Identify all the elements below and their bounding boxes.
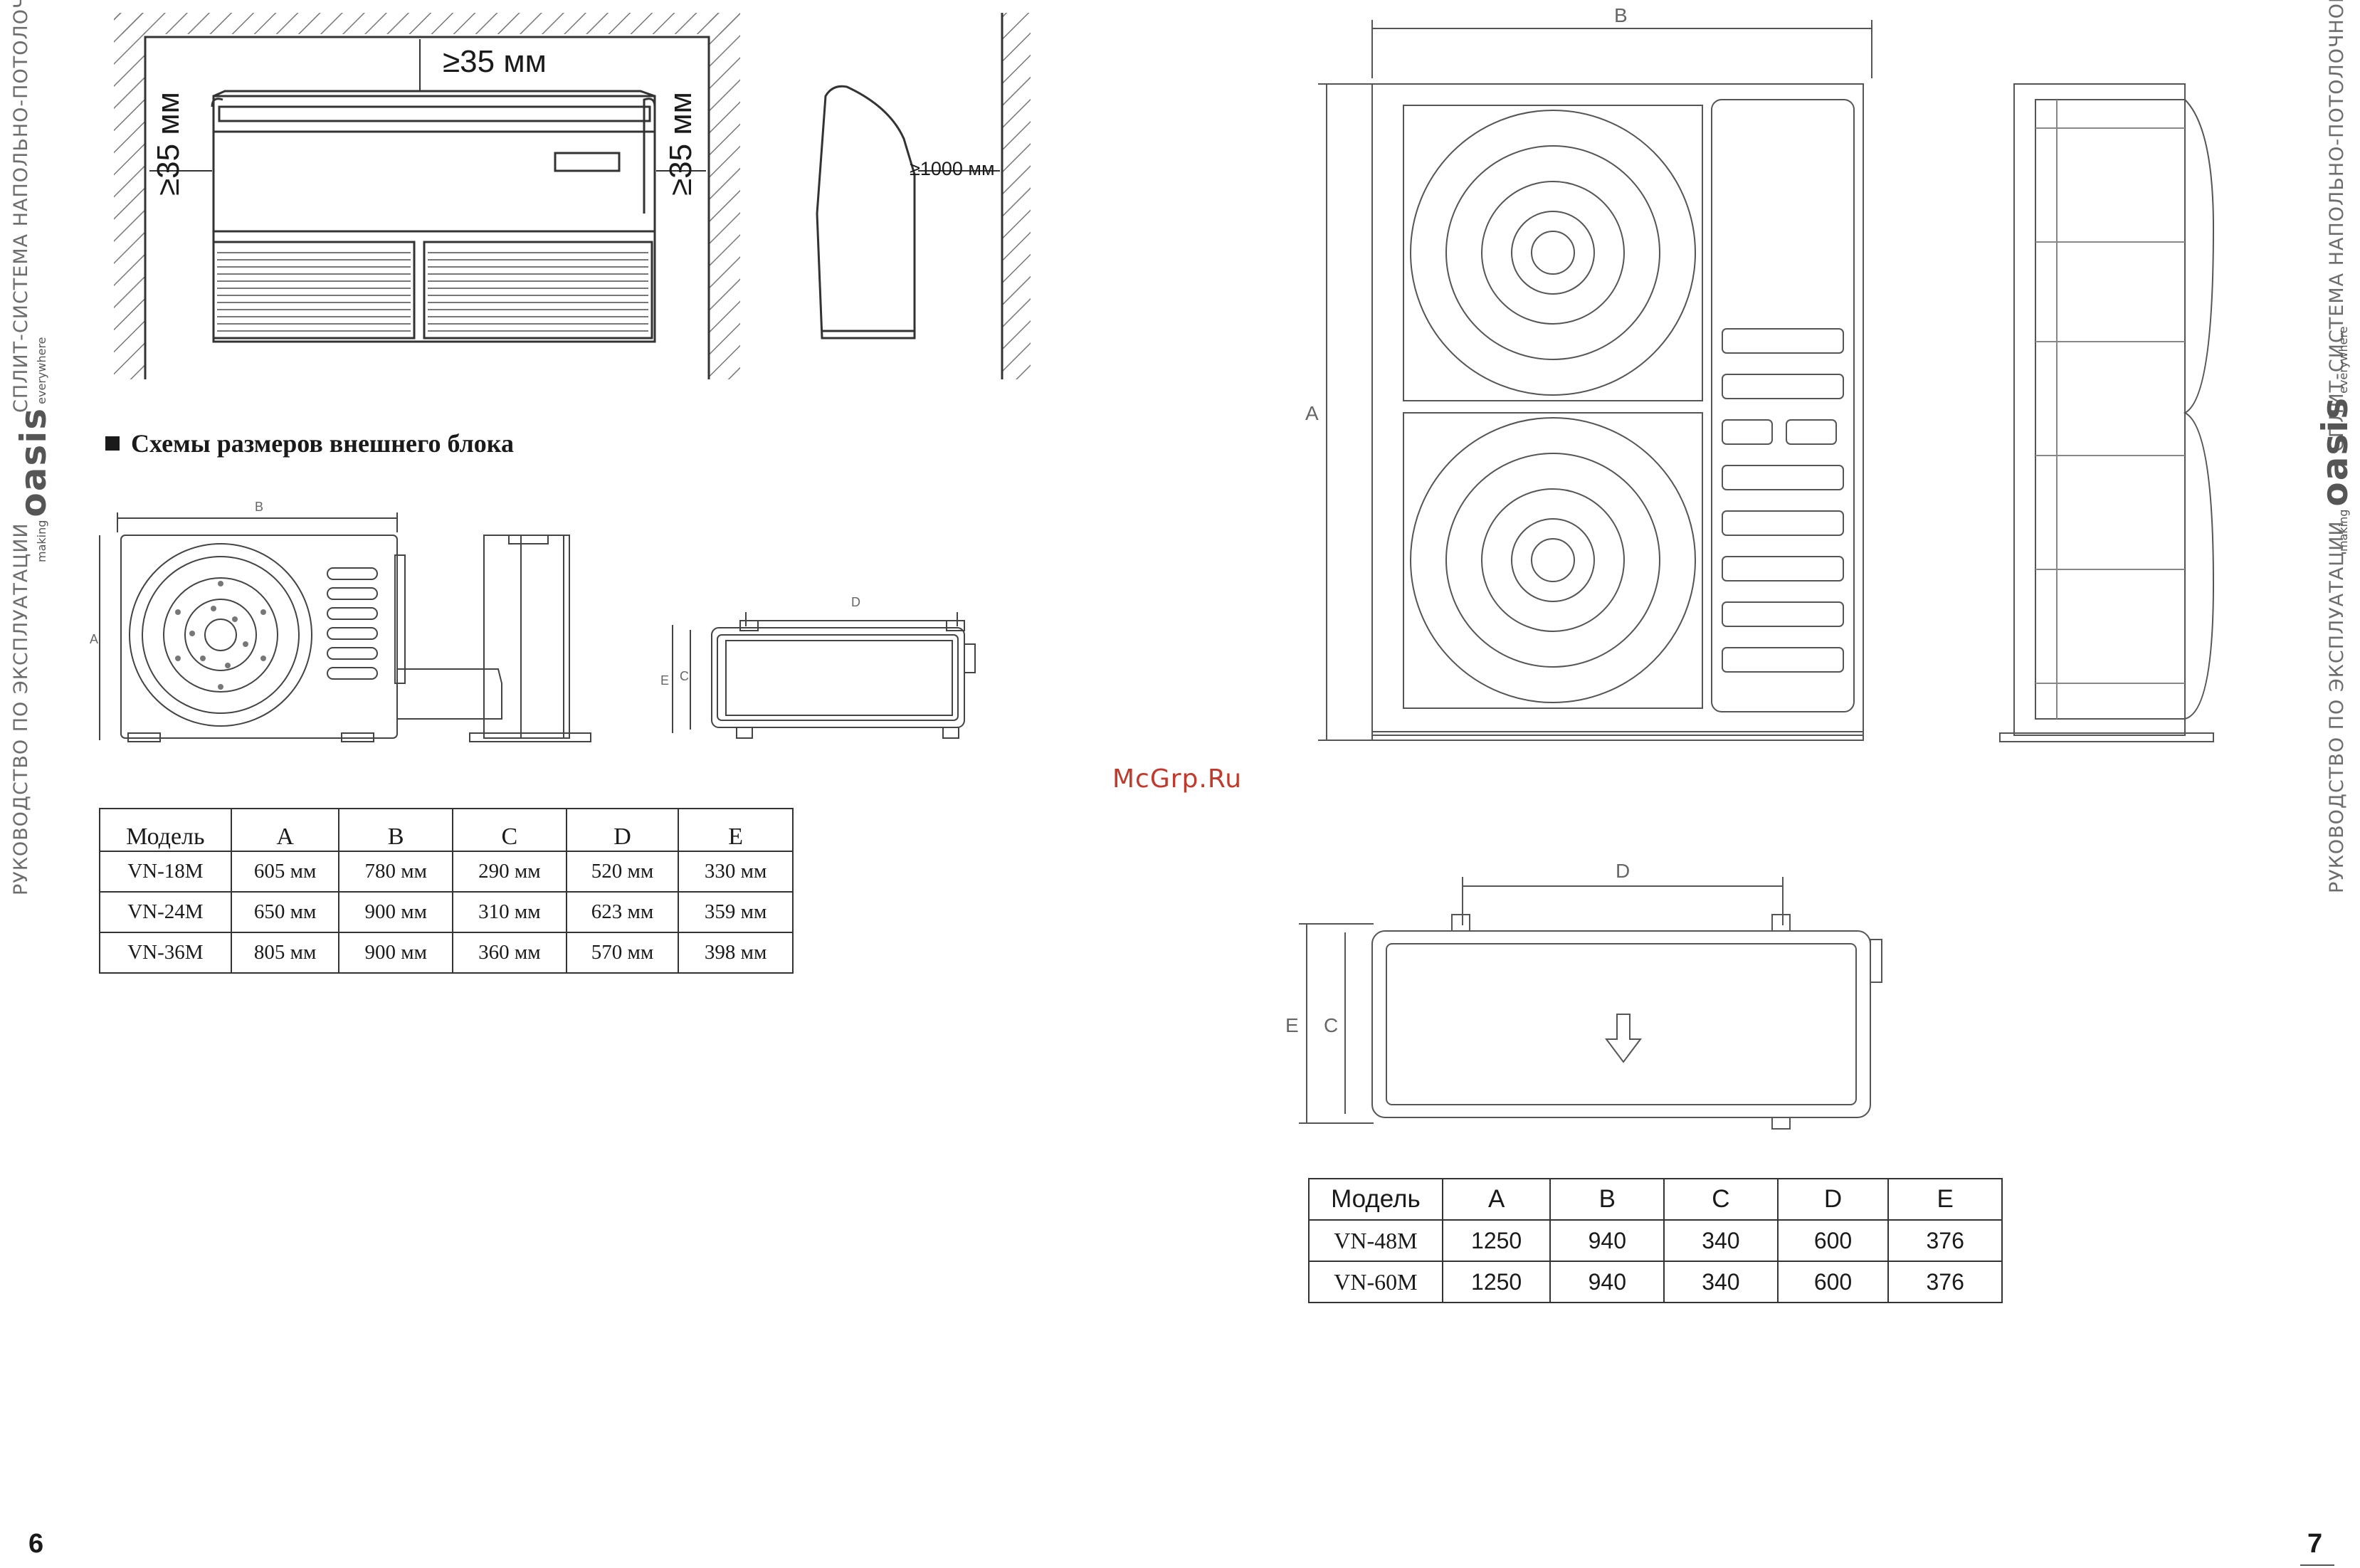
dimensions-table-large: Модель A B C D E VN-48M 1250 940 340 600… (1308, 1178, 2003, 1303)
header-cell: Модель (99, 808, 232, 852)
bullet-square-icon (105, 436, 120, 451)
header-cell: A (230, 808, 340, 852)
dim-letter-e: E (660, 673, 670, 688)
dim-letter-c: C (680, 669, 689, 683)
outdoor-section-heading: Схемы размеров внешнего блока (105, 428, 514, 458)
table-cell: 310 мм (452, 891, 567, 933)
header-cell: B (1549, 1178, 1665, 1221)
small-outdoor-unit-drawings (99, 512, 976, 742)
dim-letter-b: B (1614, 4, 1628, 26)
header-cell: C (452, 808, 567, 852)
table-cell: 605 мм (230, 851, 340, 893)
table-row: VN-48M 1250 940 340 600 376 (1308, 1219, 2003, 1262)
table-row: VN-36M 805 мм 900 мм 360 мм 570 мм 398 м… (99, 932, 794, 974)
table-cell: 398 мм (678, 932, 794, 974)
watermark: McGrp.Ru (1112, 764, 1243, 794)
table-header-row: Модель A B C D E (99, 808, 794, 852)
table-cell: VN-36M (99, 932, 232, 974)
dimensions-table-small: Модель A B C D E VN-18M 605 мм 780 мм 29… (99, 808, 794, 974)
table-cell: 780 мм (338, 851, 454, 893)
table-cell: 340 (1663, 1261, 1779, 1303)
table-cell: 1250 (1441, 1219, 1552, 1262)
table-cell: 360 мм (452, 932, 567, 974)
header-cell: E (678, 808, 794, 852)
header-cell: A (1441, 1178, 1552, 1221)
header-cell: D (565, 808, 680, 852)
side-label-bottom-right: РУКОВОДСТВО ПО ЭКСПЛУАТАЦИИ (2326, 520, 2348, 893)
table-cell: 805 мм (230, 932, 340, 974)
dim-letter-a: A (90, 632, 99, 646)
page-number-underline (2300, 1564, 2334, 1566)
table-cell: 600 (1776, 1261, 1890, 1303)
dim-letter-c: C (1324, 1014, 1339, 1036)
table-cell: 340 (1663, 1219, 1779, 1262)
dim-letter-a: A (1305, 402, 1319, 424)
table-cell: 600 (1776, 1219, 1890, 1262)
dim-letter-d: D (1616, 860, 1631, 882)
logo-small-text: everywhere (2337, 326, 2350, 394)
table-cell: 520 мм (565, 851, 680, 893)
table-cell: 940 (1549, 1261, 1665, 1303)
table-cell: VN-60M (1308, 1261, 1443, 1303)
dim-letter-d: D (851, 595, 860, 609)
table-cell: 900 мм (338, 932, 454, 974)
table-cell: 900 мм (338, 891, 454, 933)
table-cell: VN-18M (99, 851, 232, 893)
indoor-clearance-drawing (114, 13, 1031, 379)
page-number-right: 7 (2307, 1529, 2323, 1559)
header-cell: C (1663, 1178, 1779, 1221)
table-cell: VN-24M (99, 891, 232, 933)
header-cell: D (1776, 1178, 1890, 1221)
page-number-left: 6 (28, 1529, 44, 1559)
table-cell: 940 (1549, 1219, 1665, 1262)
table-cell: 376 (1887, 1261, 2003, 1303)
front-clearance-label: ≥1000 мм (910, 158, 995, 179)
table-cell: 1250 (1441, 1261, 1552, 1303)
brand-logo-right: making oasis everywhere (2314, 326, 2356, 552)
table-cell: 376 (1887, 1219, 2003, 1262)
table-cell: 330 мм (678, 851, 794, 893)
heading-text: Схемы размеров внешнего блока (131, 429, 514, 458)
logo-main-text: oasis (2314, 396, 2356, 507)
header-cell: B (338, 808, 454, 852)
top-clearance-label: ≥35 мм (443, 44, 547, 79)
table-cell: VN-48M (1308, 1219, 1443, 1262)
table-cell: 650 мм (230, 891, 340, 933)
table-cell: 623 мм (565, 891, 680, 933)
table-header-row: Модель A B C D E (1308, 1178, 2003, 1221)
table-cell: 570 мм (565, 932, 680, 974)
dim-letter-b: B (255, 500, 264, 514)
table-row: VN-60M 1250 940 340 600 376 (1308, 1261, 2003, 1303)
table-cell: 290 мм (452, 851, 567, 893)
header-cell: Модель (1308, 1178, 1443, 1221)
table-row: VN-18M 605 мм 780 мм 290 мм 520 мм 330 м… (99, 851, 794, 893)
dim-letter-e: E (1285, 1014, 1299, 1036)
large-outdoor-unit-drawings (1299, 20, 2215, 1130)
table-row: VN-24M 650 мм 900 мм 310 мм 623 мм 359 м… (99, 891, 794, 933)
table-cell: 359 мм (678, 891, 794, 933)
header-cell: E (1887, 1178, 2003, 1221)
